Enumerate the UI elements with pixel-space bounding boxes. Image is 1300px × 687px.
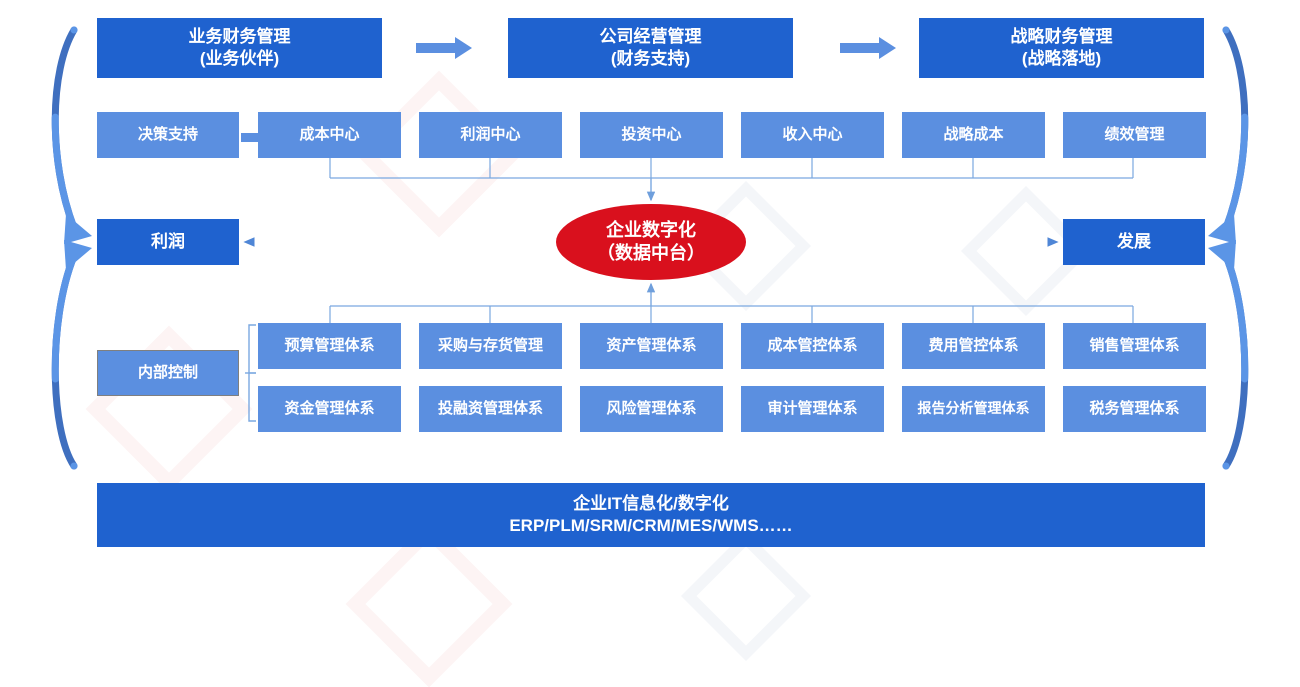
watermark-diamond [680,530,812,662]
right-brace-lower [1208,240,1249,470]
system-box-cost-control[interactable]: 成本管控体系 [741,323,884,369]
system-box-funds[interactable]: 资金管理体系 [258,386,401,432]
row2-box-strategic-cost[interactable]: 战略成本 [902,112,1045,158]
system-box-sales[interactable]: 销售管理体系 [1063,323,1206,369]
row2-box-profit-center[interactable]: 利润中心 [419,112,562,158]
outcome-box-development[interactable]: 发展 [1063,219,1205,265]
internal-control-bracket [245,324,256,422]
footer-it-platform-bar[interactable]: 企业IT信息化/数字化 ERP/PLM/SRM/CRM/MES/WMS…… [97,483,1205,547]
arrow-right-1 [416,37,472,59]
bus-lower [329,305,1134,323]
arrow-right-2 [840,37,896,59]
outcome-box-profit[interactable]: 利润 [97,219,239,265]
hub-ellipse-digital[interactable]: 企业数字化 （数据中台） [556,204,746,280]
system-box-procurement-inventory[interactable]: 采购与存货管理 [419,323,562,369]
footer-line-1: 企业IT信息化/数字化 [573,494,729,514]
row2-box-cost-center[interactable]: 成本中心 [258,112,401,158]
system-box-investment-financing[interactable]: 投融资管理体系 [419,386,562,432]
left-brace-lower [51,240,92,470]
row2-box-revenue-center[interactable]: 收入中心 [741,112,884,158]
top-box-company-operation[interactable]: 公司经营管理 (财务支持) [508,18,793,78]
row2-box-performance-management[interactable]: 绩效管理 [1063,112,1206,158]
system-box-audit[interactable]: 审计管理体系 [741,386,884,432]
row2-box-decision-support[interactable]: 决策支持 [97,112,239,158]
top-box-strategic-finance[interactable]: 战略财务管理 (战略落地) [919,18,1204,78]
system-box-tax[interactable]: 税务管理体系 [1063,386,1206,432]
system-box-risk[interactable]: 风险管理体系 [580,386,723,432]
footer-line-2: ERP/PLM/SRM/CRM/MES/WMS…… [509,516,793,535]
left-brace-upper [51,26,92,244]
internal-control-box[interactable]: 内部控制 [97,350,239,396]
system-box-expense-control[interactable]: 费用管控体系 [902,323,1045,369]
right-brace-upper [1208,26,1249,244]
diagram-canvas: 业务财务管理 (业务伙伴) 公司经营管理 (财务支持) 战略财务管理 (战略落地… [51,18,1249,687]
system-box-report-analysis[interactable]: 报告分析管理体系 [902,386,1045,432]
system-box-asset[interactable]: 资产管理体系 [580,323,723,369]
top-box-business-finance[interactable]: 业务财务管理 (业务伙伴) [97,18,382,78]
row2-box-investment-center[interactable]: 投资中心 [580,112,723,158]
bus-upper [329,158,1134,179]
system-box-budget[interactable]: 预算管理体系 [258,323,401,369]
